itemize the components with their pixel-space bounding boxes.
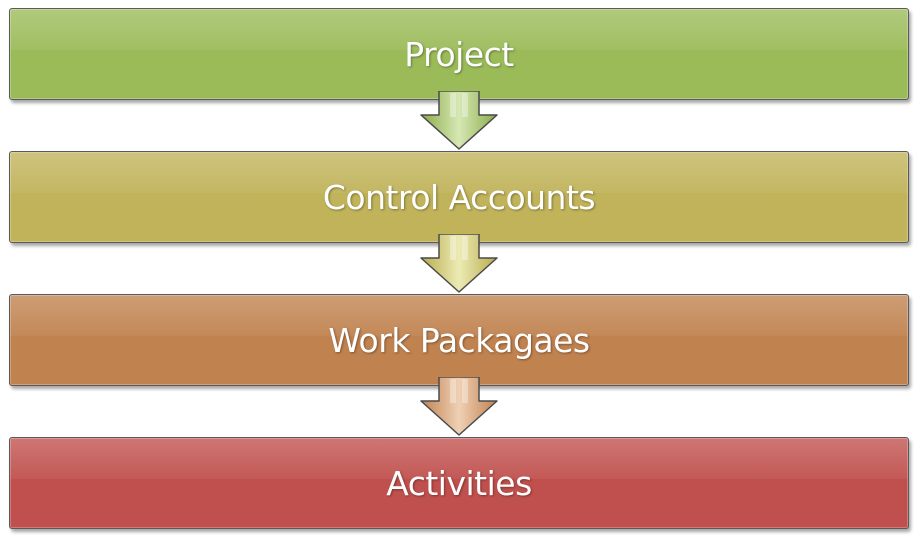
down-arrow-2-shape: [420, 234, 498, 293]
level-box-activities: Activities: [9, 437, 909, 529]
level-label-project: Project: [404, 34, 514, 74]
down-arrow-2: [420, 234, 498, 293]
level-label-work-packages: Work Packagaes: [328, 320, 590, 360]
down-arrow-3-shape: [420, 377, 498, 436]
level-box-project: Project: [9, 8, 909, 100]
down-arrow-1-shape: [420, 91, 498, 150]
level-label-activities: Activities: [386, 463, 532, 503]
down-arrow-3: [420, 377, 498, 436]
level-box-control-accounts: Control Accounts: [9, 151, 909, 243]
level-box-work-packages: Work Packagaes: [9, 294, 909, 386]
down-arrow-1: [420, 91, 498, 150]
level-label-control-accounts: Control Accounts: [322, 177, 596, 217]
